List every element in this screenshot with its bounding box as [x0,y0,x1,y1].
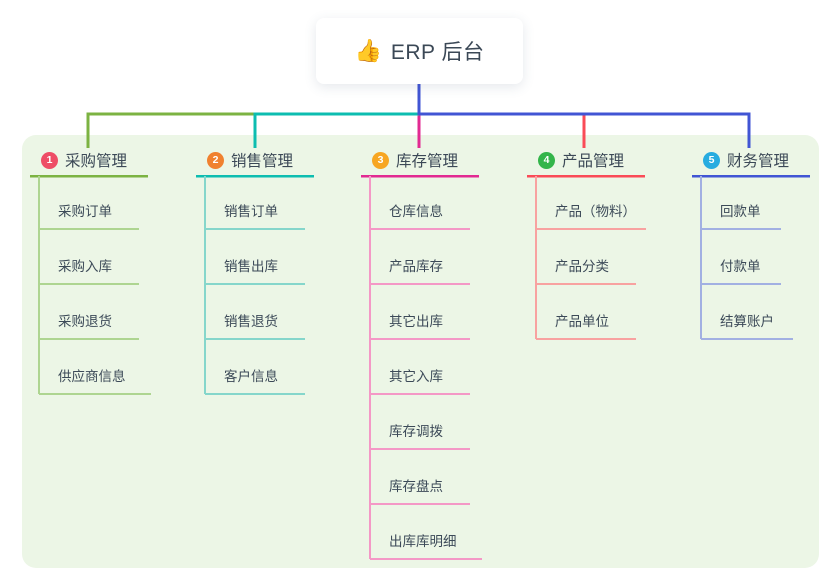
branch-number-badge: 2 [207,151,224,169]
branch-header-inventory[interactable]: 3 库存管理 [372,149,458,171]
child-node[interactable]: 仓库信息 [389,204,443,219]
child-node[interactable]: 客户信息 [224,369,278,384]
child-node[interactable]: 其它出库 [389,314,443,329]
branch-number-badge: 4 [538,151,555,169]
branch-number-badge: 3 [372,151,389,169]
child-node[interactable]: 销售出库 [224,259,278,274]
child-node[interactable]: 其它入库 [389,369,443,384]
child-node[interactable]: 产品单位 [555,314,609,329]
branch-title: 产品管理 [562,153,625,170]
child-node[interactable]: 库存盘点 [389,479,443,494]
branch-header-sales[interactable]: 2 销售管理 [207,149,293,171]
branch-title: 财务管理 [727,153,790,170]
child-node[interactable]: 结算账户 [720,314,774,329]
branch-number-badge: 5 [703,151,720,169]
branch-title: 销售管理 [231,153,294,170]
child-node[interactable]: 采购退货 [58,314,112,329]
child-node[interactable]: 出库库明细 [389,534,457,549]
branch-title: 库存管理 [396,153,459,170]
child-node[interactable]: 销售订单 [224,204,278,219]
child-node[interactable]: 产品分类 [555,259,609,274]
child-node[interactable]: 销售退货 [224,314,278,329]
background-panel [22,135,819,568]
branch-header-purchase[interactable]: 1 采购管理 [41,149,127,171]
branch-header-product[interactable]: 4 产品管理 [538,149,624,171]
root-node[interactable]: 👍 ERP 后台 [316,18,523,84]
child-node[interactable]: 库存调拨 [389,424,443,439]
child-node[interactable]: 产品（物料） [555,204,636,219]
branch-number-badge: 1 [41,151,58,169]
thumbs-up-icon: 👍 [354,38,382,63]
root-title: ERP 后台 [390,41,485,64]
child-node[interactable]: 产品库存 [389,259,443,274]
child-node[interactable]: 回款单 [720,204,761,219]
child-node[interactable]: 付款单 [720,259,761,274]
child-node[interactable]: 采购订单 [58,204,112,219]
child-node[interactable]: 采购入库 [58,259,112,274]
child-node[interactable]: 供应商信息 [58,369,126,384]
branch-header-finance[interactable]: 5 财务管理 [703,149,789,171]
branch-title: 采购管理 [65,153,128,170]
